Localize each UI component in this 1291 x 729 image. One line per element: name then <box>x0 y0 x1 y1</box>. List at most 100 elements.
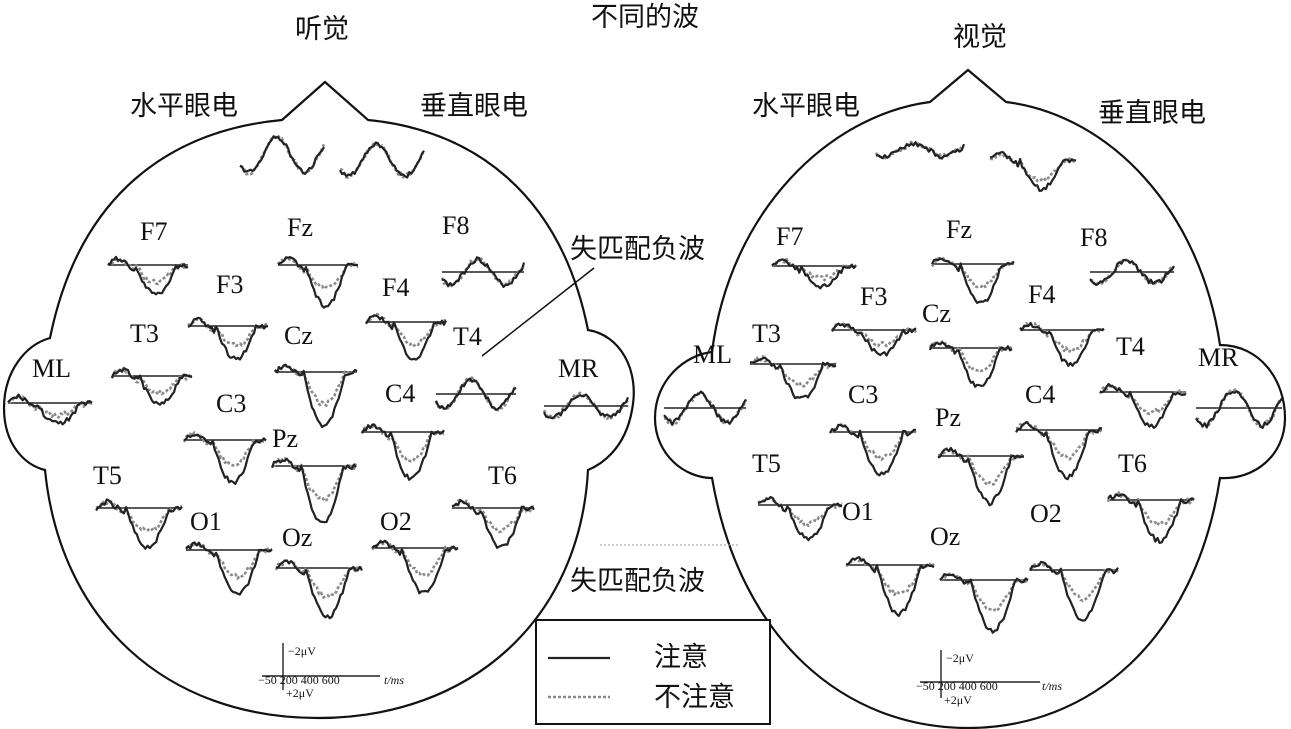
erp-wave-visual-oz <box>939 571 1029 634</box>
attended-trace <box>937 446 1025 507</box>
unattended-trace <box>1098 382 1187 416</box>
erp-wave-auditory-o2 <box>371 539 459 595</box>
erp-wave-visual-f3 <box>830 322 917 357</box>
electrode-label: T4 <box>1116 332 1145 361</box>
auditory-head <box>2 80 635 720</box>
erp-wave-visual-t4 <box>1098 382 1187 429</box>
unattended-trace <box>749 355 837 388</box>
erp-wave-visual-o2 <box>1029 560 1119 622</box>
erp-wave-visual-f8 <box>1089 258 1175 287</box>
erp-wave-auditory-fz <box>276 256 359 309</box>
electrode-label: T5 <box>752 449 781 478</box>
erp-wave-auditory-f4 <box>364 312 447 361</box>
attended-trace <box>107 255 189 296</box>
scale-pos-label: +2μV <box>944 693 972 707</box>
electrode-label: C4 <box>1025 380 1055 409</box>
electrode-label: MR <box>1198 343 1239 372</box>
auditory-scale-bar: −2μV −50 200 400 600 t/ms +2μV <box>258 643 404 700</box>
eog-attended-trace <box>339 141 425 179</box>
unattended-trace <box>274 559 363 599</box>
attended-trace <box>270 457 357 524</box>
electrode-label: Cz <box>922 299 951 328</box>
auditory-horizontal-eog-label: 水平眼电 <box>130 91 238 122</box>
electrode-label: F3 <box>860 282 887 311</box>
unattended-trace <box>829 422 918 461</box>
visual-head-outline <box>653 68 1287 729</box>
attended-trace <box>441 256 526 288</box>
auditory-electrodes: F7 Fz F8 F3 F4 T3 Cz T4 ML MR C3 C4 Pz T… <box>7 211 630 620</box>
erp-wave-auditory-t6 <box>451 498 535 549</box>
unattended-trace <box>1106 491 1195 527</box>
attended-trace <box>183 433 267 485</box>
erp-wave-auditory-t5 <box>95 498 183 550</box>
unattended-trace <box>930 255 1015 289</box>
erp-wave-visual-o1 <box>845 556 935 617</box>
unattended-trace <box>271 456 358 503</box>
auditory-vertical-eog-label: 垂直眼电 <box>420 91 528 122</box>
attended-trace <box>275 559 363 620</box>
legend: 注意 不注意 <box>535 619 771 725</box>
attended-trace <box>663 390 747 426</box>
attended-trace <box>361 423 445 481</box>
electrode-label: F8 <box>1080 223 1107 252</box>
attended-trace <box>187 316 269 361</box>
attended-trace <box>1195 390 1283 429</box>
unattended-trace <box>845 557 935 597</box>
eog-attended-trace <box>239 135 325 175</box>
attended-trace <box>1099 383 1187 429</box>
attended-trace <box>1029 560 1119 622</box>
electrode-label: Pz <box>935 403 961 432</box>
erp-wave-auditory-o1 <box>185 540 273 596</box>
attended-trace <box>110 367 193 406</box>
erp-wave-auditory-ml <box>7 393 93 426</box>
erp-wave-visual-t6 <box>1106 491 1195 545</box>
electrode-label: O2 <box>1030 499 1062 528</box>
auditory-head-outline <box>2 80 635 720</box>
attended-trace <box>1015 421 1103 481</box>
scale-ticks-label: −50 200 400 600 <box>258 673 340 687</box>
eog-attended-trace <box>989 151 1077 192</box>
electrode-label: Oz <box>930 522 960 551</box>
electrode-label: T6 <box>488 461 517 490</box>
attended-trace <box>434 377 517 411</box>
unattended-trace <box>937 447 1026 487</box>
unattended-trace <box>276 256 359 291</box>
attended-trace <box>451 499 535 549</box>
attended-trace <box>750 356 837 400</box>
scale-ticks-label: −50 200 400 600 <box>916 679 998 693</box>
visual-horizontal-eog-label: 水平眼电 <box>752 91 860 122</box>
electrode-label: MR <box>558 354 599 383</box>
unattended-trace <box>185 540 273 580</box>
attended-trace <box>185 541 273 596</box>
erp-wave-auditory-pz <box>270 456 358 524</box>
unattended-trace <box>451 498 535 534</box>
electrode-label: F7 <box>776 222 803 251</box>
electrode-label: F4 <box>382 273 409 302</box>
electrode-label: F8 <box>442 211 469 240</box>
electrode-label: F3 <box>216 270 243 299</box>
unattended-trace <box>757 496 843 527</box>
electrode-label: Oz <box>282 523 312 552</box>
attended-trace <box>274 363 358 429</box>
scale-unit-label: t/ms <box>384 673 404 687</box>
electrode-label: ML <box>693 340 732 369</box>
electrode-label: C3 <box>848 380 878 409</box>
attended-trace <box>939 573 1029 634</box>
attended-trace <box>365 314 447 361</box>
mmn-label-top: 失匹配负波 <box>570 234 705 265</box>
eog-attended-trace <box>875 141 966 160</box>
mmn-pointer-line <box>481 267 595 357</box>
electrode-label: Cz <box>284 321 313 350</box>
unattended-trace <box>1195 388 1283 429</box>
erp-wave-auditory-oz <box>274 559 363 620</box>
attended-trace <box>757 496 843 542</box>
unattended-trace <box>182 431 267 467</box>
visual-vertical-eog-label: 垂直眼电 <box>1098 98 1206 129</box>
scale-unit-label: t/ms <box>1042 679 1062 693</box>
electrode-label: T3 <box>130 319 159 348</box>
attended-trace <box>1019 322 1105 367</box>
erp-wave-visual-f4 <box>1019 321 1105 367</box>
visual-head <box>653 68 1287 729</box>
unattended-trace <box>364 312 447 347</box>
